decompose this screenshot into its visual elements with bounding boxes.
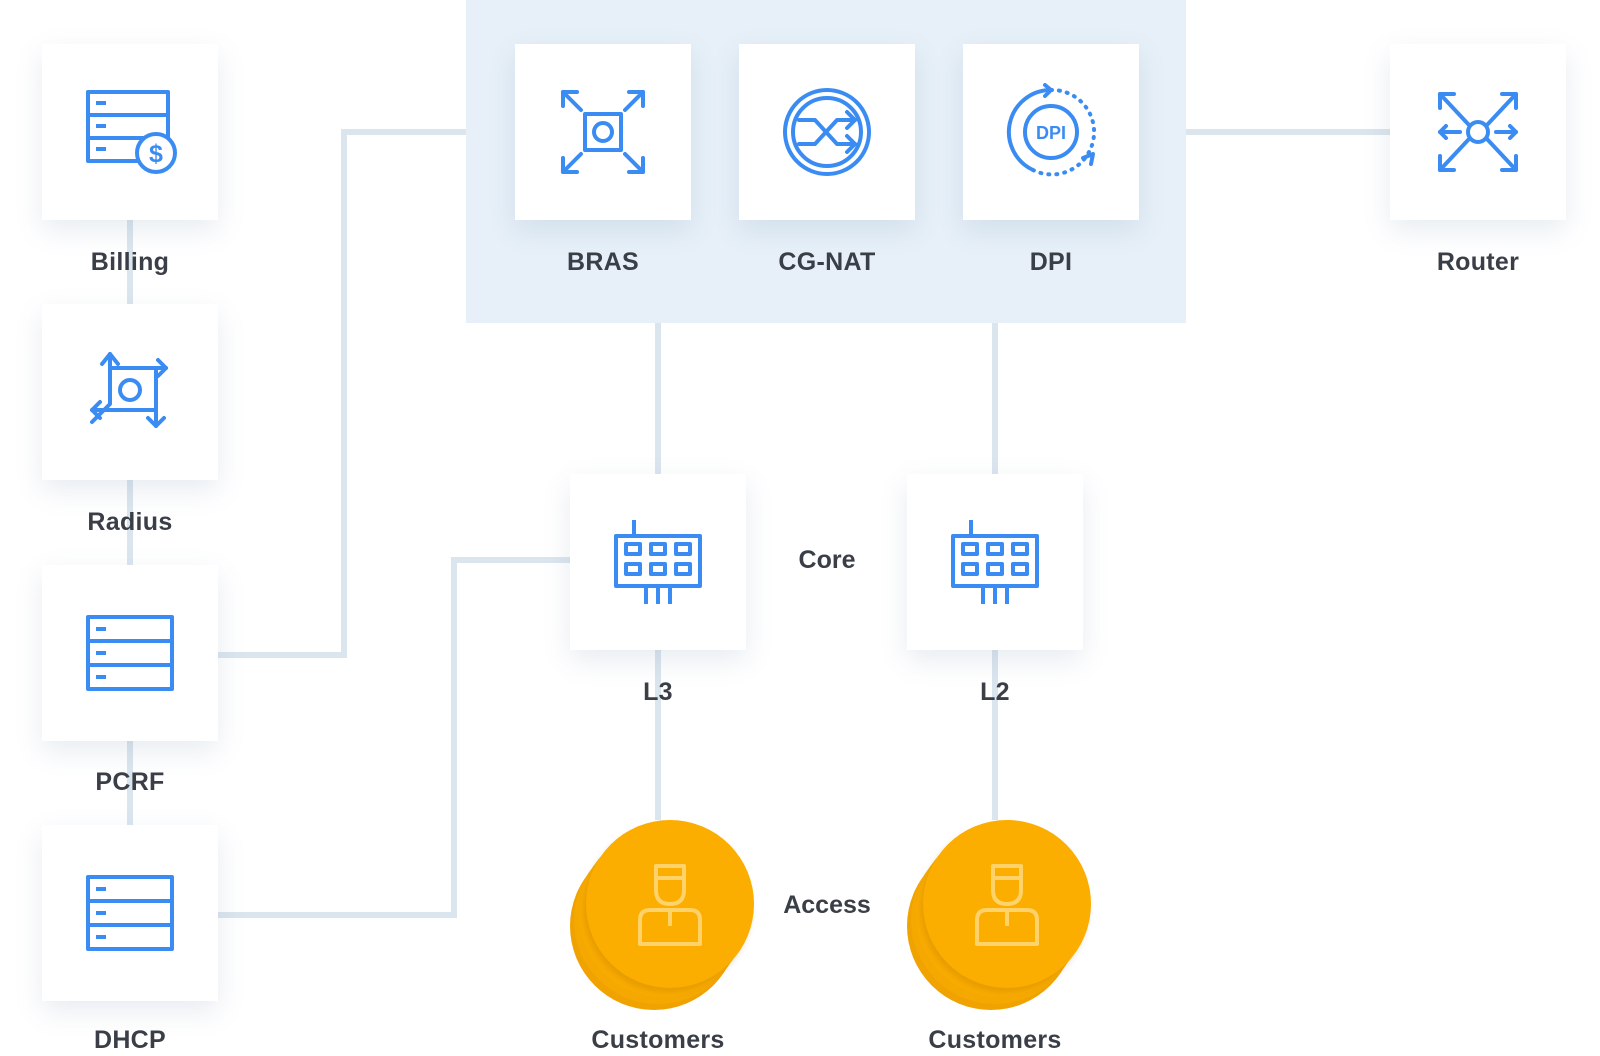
server-billing-icon: $: [86, 90, 177, 174]
radius-card[interactable]: [42, 304, 218, 480]
server-icon: [86, 615, 174, 691]
person-icon: [975, 864, 1039, 946]
router-label: Router: [1436, 248, 1520, 276]
l3-label: L3: [643, 678, 673, 706]
l2-label: L2: [980, 678, 1010, 706]
expand-arrows-icon: [561, 90, 645, 174]
svg-text:$: $: [149, 140, 163, 168]
cg-nat-label: CG-NAT: [778, 248, 876, 276]
billing-card[interactable]: $: [42, 44, 218, 220]
cg-nat-card[interactable]: [739, 44, 915, 220]
pcrf-card[interactable]: [42, 565, 218, 741]
billing-label: Billing: [90, 248, 170, 276]
core-tier-label: Core: [798, 546, 856, 574]
dpi-icon-text: DPI: [1036, 123, 1066, 143]
dhcp-label: DHCP: [93, 1026, 167, 1054]
radius-arrows-icon: [90, 352, 168, 428]
dhcp-l3-link: [218, 557, 570, 918]
customers-stack-l3[interactable]: [570, 820, 760, 1010]
router-card[interactable]: [1390, 44, 1566, 220]
server-icon: [86, 875, 174, 951]
dpi-card[interactable]: DPI: [963, 44, 1139, 220]
l3-switch-card[interactable]: [570, 474, 746, 650]
pcrf-group-link: [218, 129, 466, 658]
customers-l2-label: Customers: [928, 1026, 1062, 1054]
radius-label: Radius: [87, 508, 173, 536]
switch-icon: [614, 520, 702, 604]
pcrf-label: PCRF: [95, 768, 165, 796]
switch-icon: [951, 520, 1039, 604]
person-icon: [638, 864, 702, 946]
dhcp-card[interactable]: [42, 825, 218, 1001]
bras-card[interactable]: [515, 44, 691, 220]
bras-label: BRAS: [566, 248, 640, 276]
customers-l3-label: Customers: [591, 1026, 725, 1054]
access-tier-label: Access: [783, 891, 871, 919]
shuffle-circle-icon: [783, 88, 871, 176]
dpi-circle-icon: DPI: [1006, 83, 1097, 177]
dpi-label: DPI: [1029, 248, 1073, 276]
customers-stack-l2[interactable]: [907, 820, 1097, 1010]
l2-switch-card[interactable]: [907, 474, 1083, 650]
router-arrows-icon: [1438, 92, 1518, 172]
